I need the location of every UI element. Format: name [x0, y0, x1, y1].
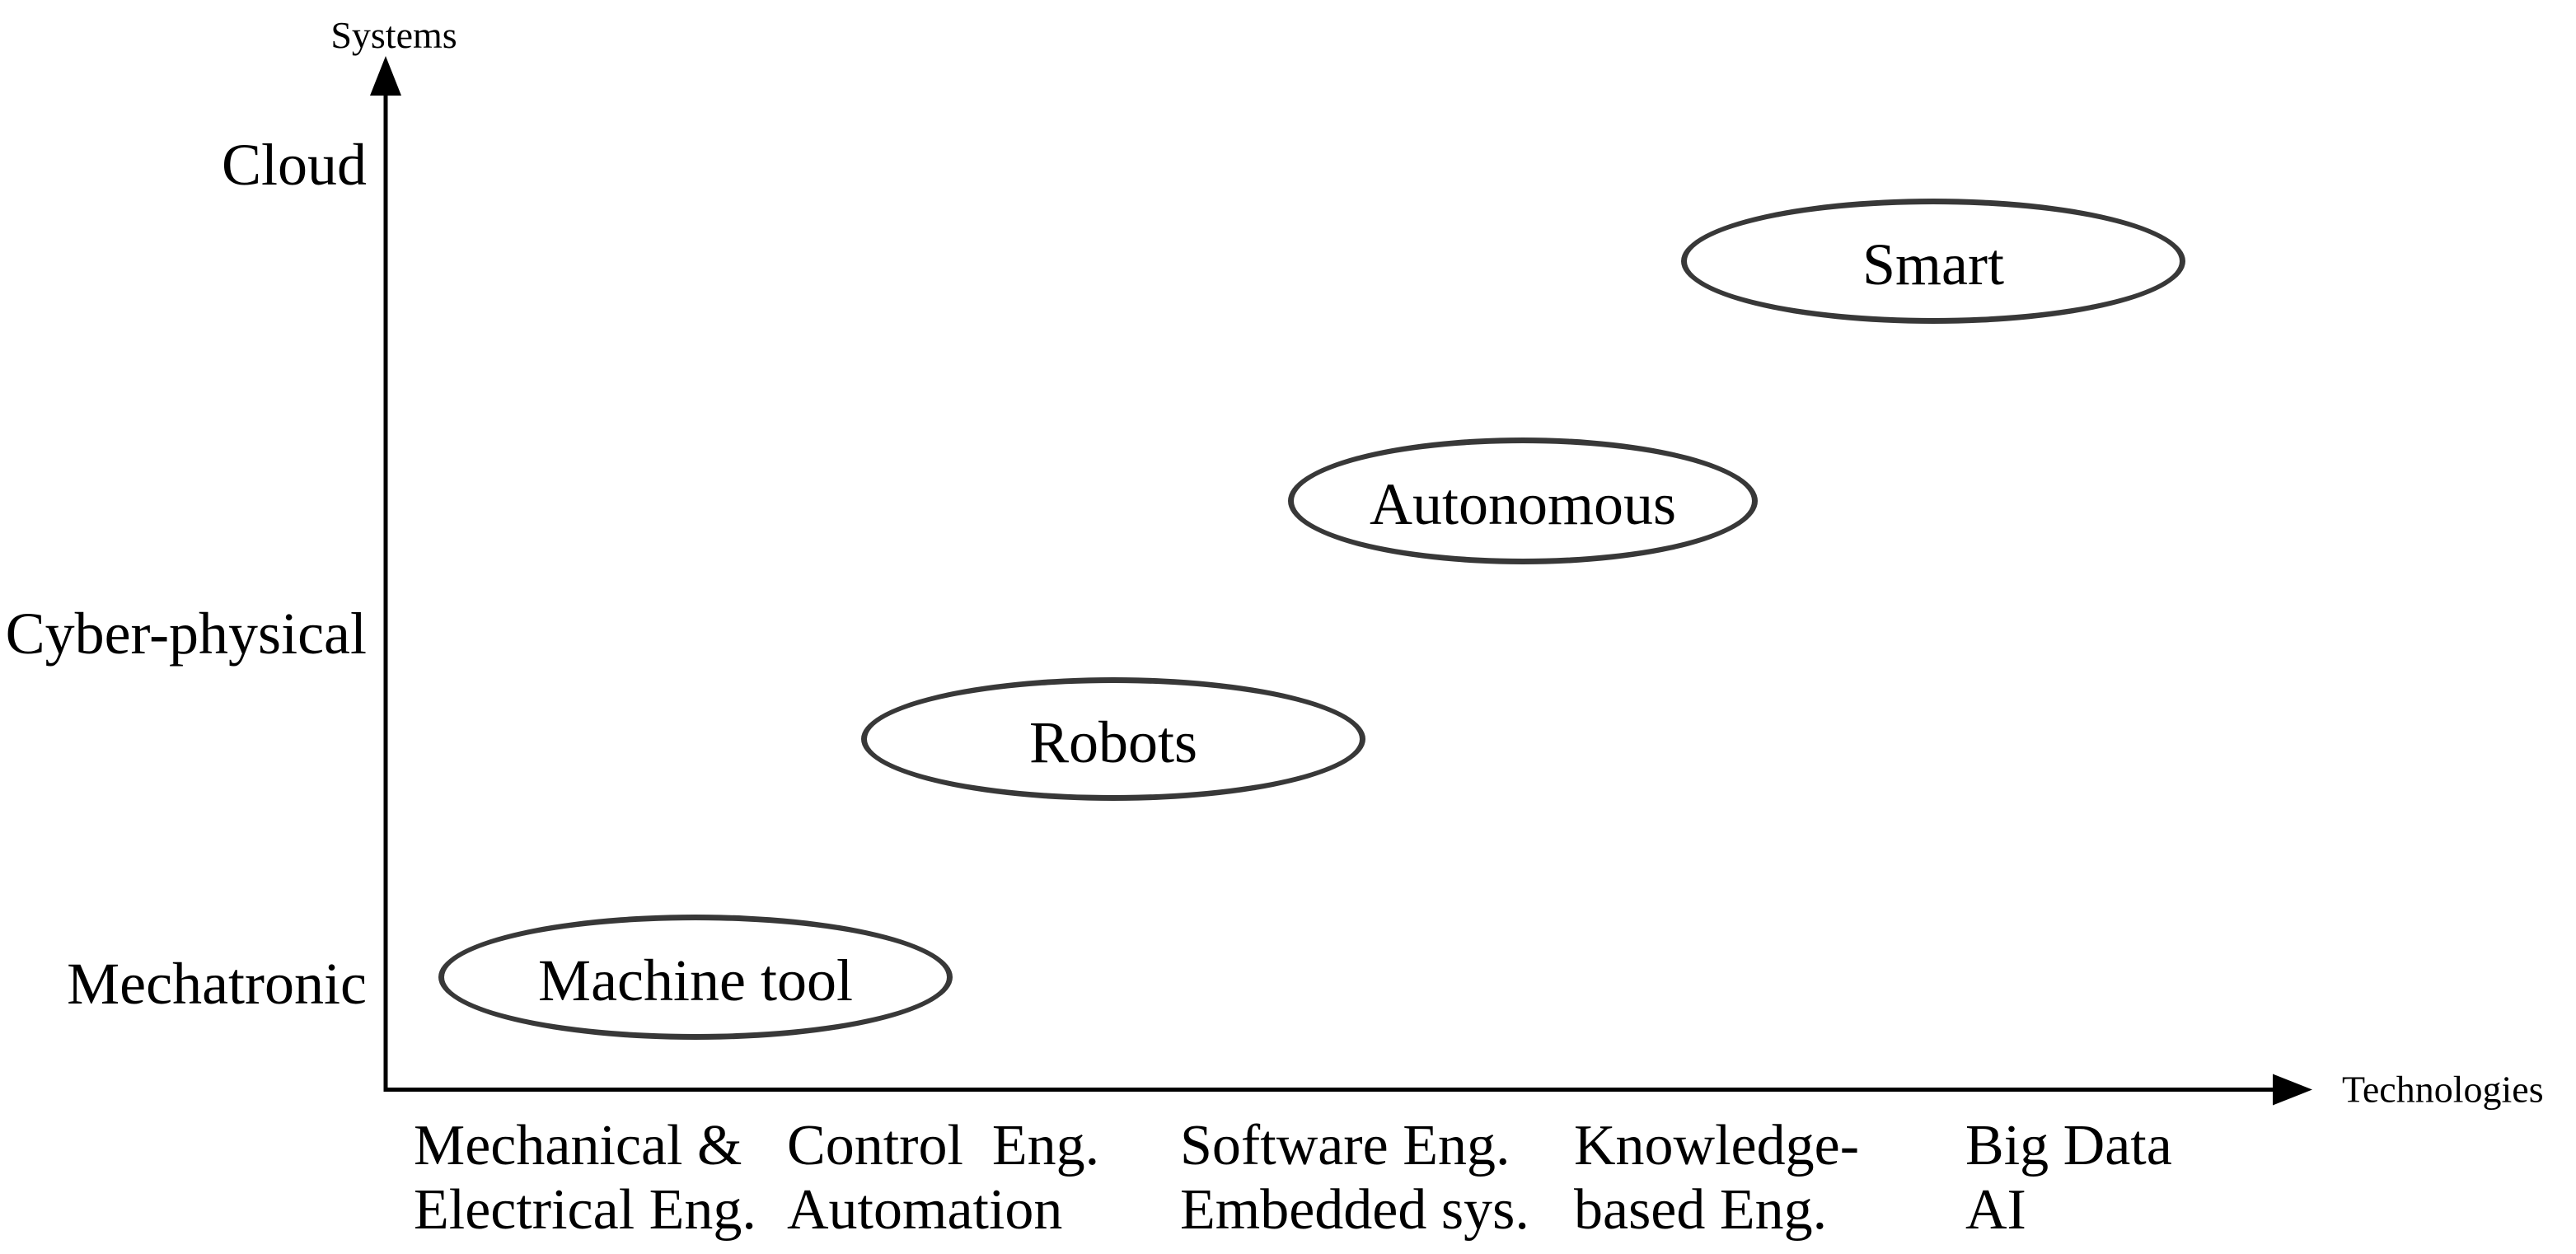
x-category-line: based Eng. — [1574, 1178, 1828, 1242]
concept-ellipse: Smart — [1681, 199, 2185, 324]
concept-ellipse-label: Machine tool — [538, 947, 853, 1013]
concept-ellipse-label: Smart — [1862, 231, 2004, 297]
y-tick-label: Mechatronic — [67, 950, 367, 1017]
x-axis-title: Technologies — [2342, 1068, 2544, 1111]
x-category-line: Mechanical & — [414, 1114, 742, 1177]
concept-ellipse-label: Autonomous — [1369, 470, 1677, 537]
x-category-label: Knowledge-based Eng. — [1574, 1114, 1859, 1242]
y-axis-title: Systems — [330, 14, 457, 56]
x-category-line: Embedded sys. — [1180, 1178, 1529, 1242]
x-category-line: Control Eng. — [787, 1114, 1100, 1177]
concept-ellipse-label: Robots — [1028, 709, 1198, 775]
x-category-label: Software Eng.Embedded sys. — [1180, 1114, 1529, 1242]
concept-ellipse: Machine tool — [438, 915, 953, 1040]
x-category-line: AI — [1965, 1178, 2026, 1242]
x-category-line: Big Data — [1965, 1114, 2172, 1177]
x-category-line: Electrical Eng. — [414, 1178, 756, 1242]
x-category-line: Knowledge- — [1574, 1114, 1860, 1177]
x-category-line: Software Eng. — [1180, 1114, 1510, 1177]
y-tick-label: Cyber-physical — [5, 600, 367, 667]
y-tick-label: Cloud — [221, 131, 367, 198]
x-category-label: Mechanical &Electrical Eng. — [414, 1114, 756, 1242]
x-category-label: Control Eng.Automation — [787, 1114, 1099, 1242]
y-axis-arrowhead-icon — [370, 56, 401, 96]
concept-ellipse: Robots — [861, 677, 1365, 801]
concept-ellipse: Autonomous — [1288, 437, 1758, 564]
x-axis-arrowhead-icon — [2273, 1074, 2312, 1106]
x-category-line: Automation — [787, 1178, 1063, 1242]
